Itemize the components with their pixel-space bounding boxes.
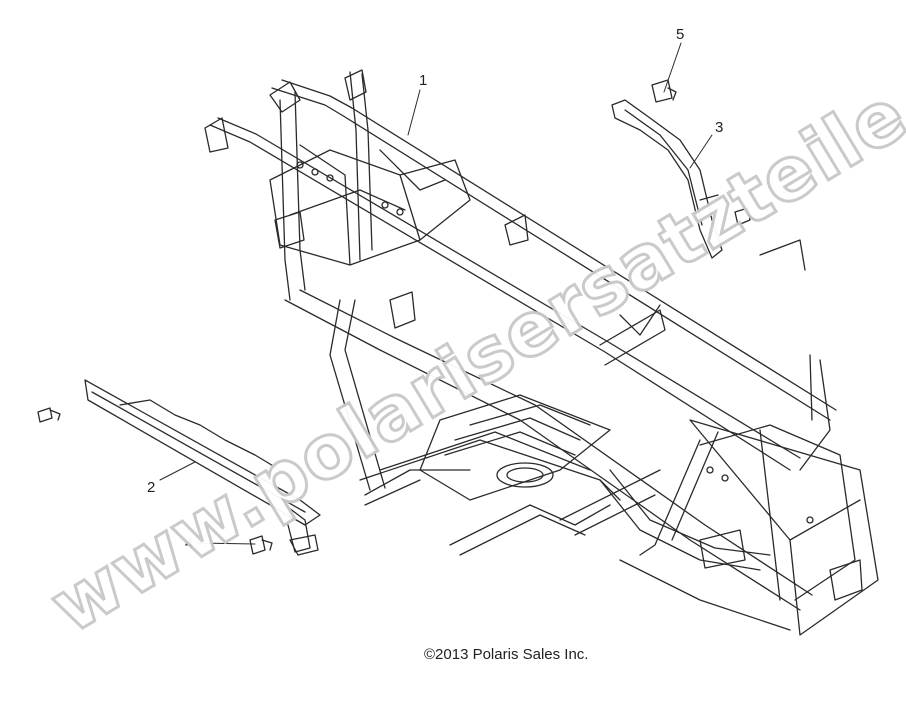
leader-1	[407, 89, 421, 136]
leader-3	[689, 134, 713, 169]
leader-2	[159, 461, 196, 481]
part-item-2-bolts	[37, 407, 61, 423]
part-item-4	[249, 535, 273, 555]
part-item-2	[84, 379, 321, 556]
callout-3: 3	[715, 119, 724, 136]
callout-5: 5	[676, 26, 685, 43]
leader-4	[196, 542, 256, 545]
part-item-3-hardware	[734, 207, 756, 226]
callout-1: 1	[419, 72, 428, 89]
part-item-5	[651, 79, 677, 103]
copyright-text: ©2013 Polaris Sales Inc.	[424, 646, 589, 663]
callout-4: 4	[185, 535, 194, 552]
part-item-3	[611, 99, 723, 259]
callout-2: 2	[147, 479, 156, 496]
leader-5	[663, 42, 682, 93]
main-frame	[204, 69, 879, 636]
leader-lines	[159, 42, 713, 545]
